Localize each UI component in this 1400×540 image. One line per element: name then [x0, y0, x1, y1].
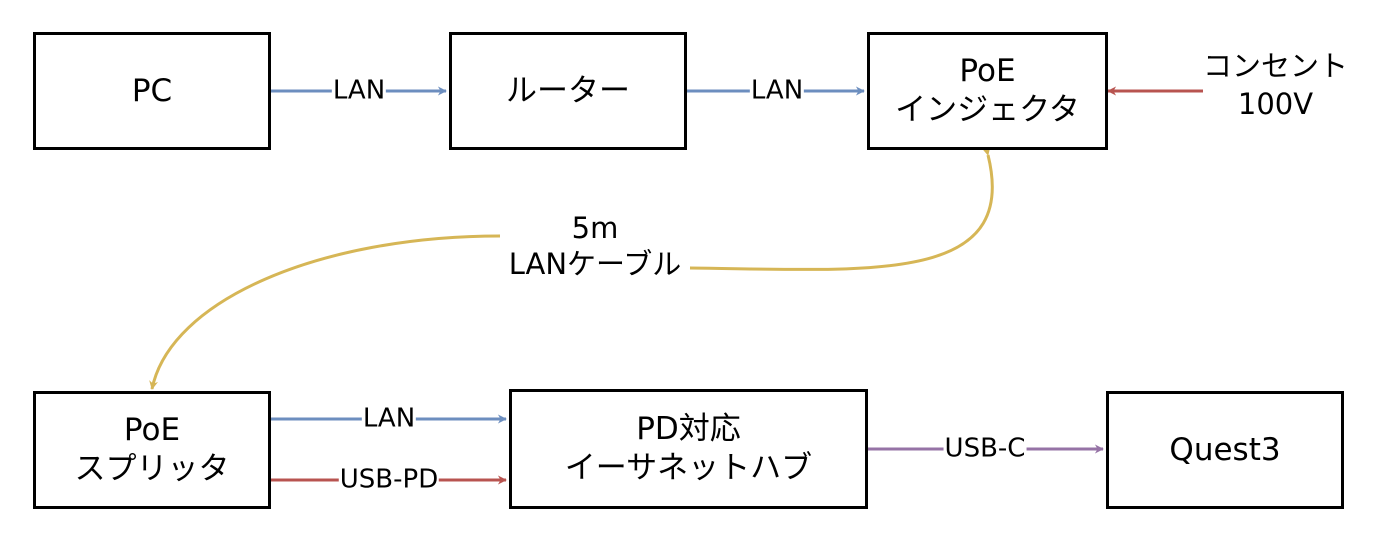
node-poe-injector[interactable]: PoE インジェクタ	[867, 32, 1108, 150]
node-router[interactable]: ルーター	[449, 32, 687, 150]
outlet-label-line1: コンセント	[1203, 49, 1349, 83]
node-pc-label: PC	[131, 72, 173, 109]
edge-cable	[152, 155, 992, 389]
outlet-label-line2: 100V	[1237, 86, 1314, 121]
node-ethernet-hub[interactable]: PD対応 イーサネットハブ	[509, 389, 868, 509]
edge-label-router-injector: LAN	[749, 75, 805, 107]
node-poe-injector-line2: インジェクタ	[895, 92, 1080, 128]
node-ethernet-hub-line1: PD対応	[636, 411, 741, 448]
node-poe-splitter[interactable]: PoE スプリッタ	[33, 391, 271, 509]
node-pc[interactable]: PC	[33, 32, 271, 150]
edge-label-cable-line1: 5m	[571, 211, 619, 245]
node-poe-injector-line1: PoE	[959, 53, 1016, 90]
edge-label-pc-router: LAN	[331, 75, 387, 107]
node-router-label: ルーター	[506, 72, 630, 109]
edge-label-cable: 5m LANケーブル	[500, 210, 690, 283]
node-ethernet-hub-line2: イーサネットハブ	[564, 450, 813, 486]
node-quest3[interactable]: Quest3	[1106, 391, 1344, 509]
node-quest3-label: Quest3	[1169, 431, 1281, 468]
edge-label-hub-quest: USB-C	[943, 433, 1027, 465]
edge-label-splitter-hub-lan: LAN	[361, 403, 417, 435]
node-poe-splitter-line2: スプリッタ	[74, 451, 230, 487]
outlet-label: コンセント 100V	[1203, 48, 1348, 123]
edge-label-splitter-hub-pd: USB-PD	[338, 464, 440, 496]
edge-label-cable-line2: LANケーブル	[508, 247, 682, 282]
node-poe-splitter-line1: PoE	[123, 412, 181, 449]
